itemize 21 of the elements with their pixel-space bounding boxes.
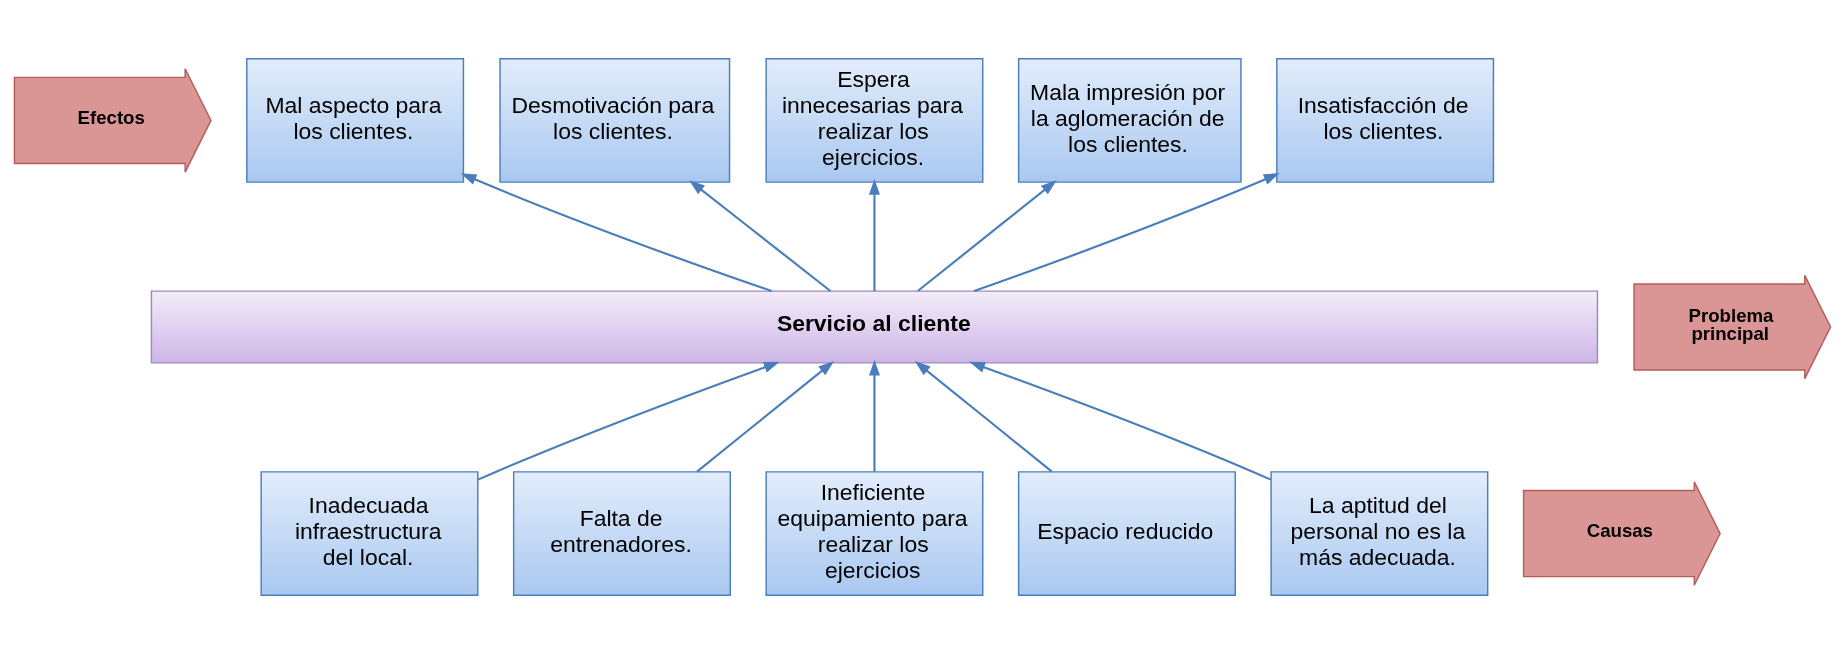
node-box: Servicio al cliente: [150, 290, 1599, 364]
node-box: La aptitud del personal no es la más adecuada.: [1270, 471, 1489, 596]
arrow: [696, 361, 835, 473]
arrow: [689, 180, 832, 292]
arrow: [914, 361, 1053, 473]
node-box: Ineficiente equipamiento para realizar los ejercicios: [765, 471, 984, 596]
node-box: Mala impresión por la aglomeración de los clientes.: [1017, 58, 1242, 183]
node-box: Espera innecesarias para realizar los ejercicios.: [765, 58, 984, 183]
arrow: [477, 361, 780, 481]
node-box: Insatisfacción de los clientes.: [1276, 58, 1495, 183]
arrow: [460, 173, 772, 293]
node-box: Desmotivación para los clientes.: [499, 58, 731, 183]
arrow: [969, 361, 1272, 481]
arrow: [868, 178, 880, 291]
arrow: [868, 359, 880, 472]
node-box: Espacio reducido: [1017, 471, 1236, 596]
arrow: [973, 173, 1280, 293]
node-box: Inadecuada infraestructura del local.: [260, 471, 479, 596]
node-box: Mal aspecto para los clientes.: [246, 58, 465, 183]
node-box: Falta de entrenadores.: [512, 471, 731, 596]
arrow: [917, 180, 1057, 292]
